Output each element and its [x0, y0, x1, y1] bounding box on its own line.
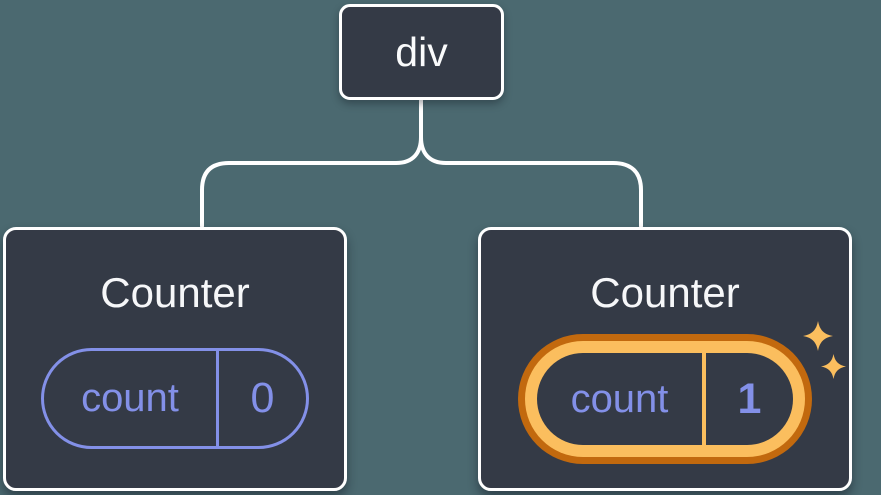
- sparkle-icon: [803, 321, 833, 351]
- sparkle-icon: [821, 354, 846, 379]
- state-pill: count 0: [41, 348, 309, 449]
- state-value: 0: [250, 374, 275, 422]
- state-pill-divider: [702, 353, 706, 445]
- state-value: 1: [737, 374, 762, 423]
- card-title: Counter: [100, 269, 250, 316]
- counter-card-right: Counter count 1: [478, 227, 852, 491]
- card-title: Counter: [590, 269, 740, 316]
- state-key-label: count: [81, 376, 179, 420]
- state-pill-divider: [216, 351, 219, 446]
- counter-card-left: Counter count 0: [3, 227, 347, 491]
- state-key-label: count: [570, 376, 669, 421]
- node-label: div: [395, 28, 448, 75]
- highlight-ring: count 1: [525, 341, 805, 457]
- highlighted-state-pill: count 1: [518, 334, 812, 464]
- tree-node-div: div: [339, 4, 504, 100]
